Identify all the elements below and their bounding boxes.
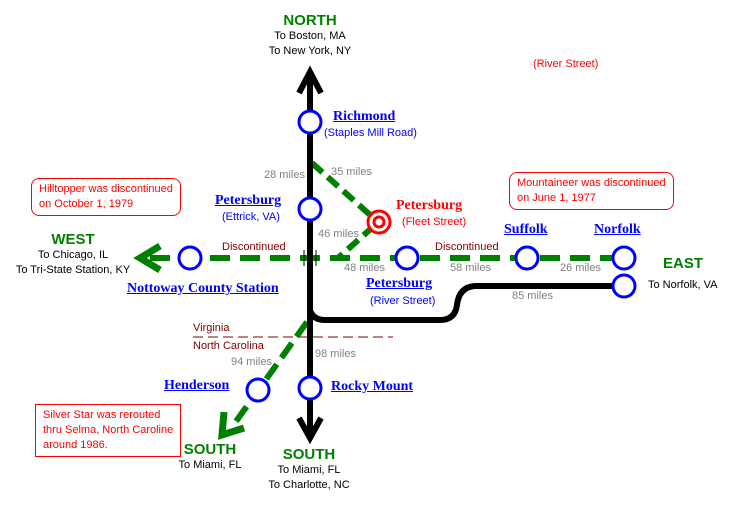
station-link-rocky-mount[interactable]: Rocky Mount bbox=[331, 379, 414, 394]
note-line: Hilltopper was discontinued bbox=[39, 183, 173, 195]
south-black-direction: SOUTH To Miami, FL To Charlotte, NC bbox=[259, 446, 359, 493]
station-label-petersburg-fleet: Petersburg bbox=[396, 198, 463, 213]
south-arrowhead bbox=[296, 416, 324, 445]
east-direction-label: EAST bbox=[662, 255, 703, 272]
south-green-direction: SOUTH To Miami, FL bbox=[170, 441, 250, 473]
distance-label: 94 miles bbox=[231, 356, 272, 368]
note-silver-star: Silver Star was rerouted thru Selma, Nor… bbox=[35, 404, 182, 457]
direction-label: WEST bbox=[51, 231, 95, 248]
distance-label: 48 miles bbox=[344, 262, 385, 274]
station-link-henderson[interactable]: Henderson bbox=[164, 378, 230, 393]
target-icon bbox=[366, 209, 392, 235]
station-link-suffolk[interactable]: Suffolk bbox=[504, 222, 548, 237]
station-link-nottoway[interactable]: Nottoway County Station bbox=[127, 281, 279, 296]
note-line: Silver Star was rerouted bbox=[43, 409, 161, 421]
direction-label: SOUTH bbox=[282, 446, 336, 463]
distance-label: 58 miles bbox=[450, 262, 491, 274]
west-arrowhead bbox=[133, 242, 162, 274]
distance-label: 85 miles bbox=[512, 290, 553, 302]
destination: To Miami, FL bbox=[277, 464, 341, 476]
station-marker-richmond[interactable] bbox=[297, 109, 323, 135]
note-line: around 1986. bbox=[43, 439, 108, 451]
note-line: thru Selma, North Caroline bbox=[43, 424, 174, 436]
henderson-discontinued-line bbox=[229, 320, 310, 429]
station-sub-ettrick: (Ettrick, VA) bbox=[222, 211, 280, 223]
station-link-richmond[interactable]: Richmond bbox=[333, 109, 396, 124]
station-marker-henderson[interactable] bbox=[245, 377, 271, 403]
west-direction: WEST To Chicago, IL To Tri-State Station… bbox=[0, 231, 146, 278]
distance-label: 35 miles bbox=[331, 166, 372, 178]
station-marker-norfolk-green[interactable] bbox=[611, 245, 637, 271]
station-sub-fleet: (Fleet Street) bbox=[402, 216, 467, 228]
floating-river-street-label: (River Street) bbox=[533, 58, 599, 70]
state-label-north-carolina: North Carolina bbox=[193, 340, 264, 352]
destination: To Charlotte, NC bbox=[268, 479, 350, 491]
southwest-arrowhead bbox=[218, 411, 246, 440]
station-link-petersburg-ettrick[interactable]: Petersburg bbox=[215, 193, 282, 208]
destination: To New York, NY bbox=[268, 45, 352, 57]
station-link-petersburg-river[interactable]: Petersburg bbox=[366, 276, 433, 291]
north-arrowhead bbox=[296, 65, 324, 95]
discontinued-label-east: Discontinued bbox=[435, 241, 499, 253]
note-hilltopper: Hilltopper was discontinued on October 1… bbox=[31, 178, 181, 216]
station-marker-suffolk[interactable] bbox=[514, 245, 540, 271]
note-line: Mountaineer was discontinued bbox=[517, 177, 666, 189]
direction-label: NORTH bbox=[283, 12, 337, 29]
station-marker-ettrick[interactable] bbox=[297, 196, 323, 222]
station-marker-nottoway[interactable] bbox=[177, 245, 203, 271]
station-marker-rocky-mount[interactable] bbox=[297, 375, 323, 401]
destination: To Chicago, IL bbox=[37, 249, 109, 261]
distance-label: 46 miles bbox=[318, 228, 359, 240]
destination: To Tri-State Station, KY bbox=[15, 264, 131, 276]
state-label-virginia: Virginia bbox=[193, 322, 230, 334]
distance-label: 98 miles bbox=[315, 348, 356, 360]
richmond-fleet-line bbox=[310, 160, 380, 225]
note-line: on October 1, 1979 bbox=[39, 198, 134, 210]
destination: To Miami, FL bbox=[178, 459, 242, 471]
note-mountaineer: Mountaineer was discontinued on June 1, … bbox=[509, 172, 674, 210]
discontinued-label-west: Discontinued bbox=[222, 241, 286, 253]
station-marker-river-street[interactable] bbox=[394, 245, 420, 271]
east-destination: To Norfolk, VA bbox=[648, 279, 718, 291]
direction-label: SOUTH bbox=[183, 441, 237, 458]
station-sub-richmond: (Staples Mill Road) bbox=[324, 127, 417, 139]
distance-label: 26 miles bbox=[560, 262, 601, 274]
north-direction: NORTH To Boston, MA To New York, NY bbox=[260, 12, 360, 59]
norfolk-branch-line bbox=[307, 283, 625, 323]
distance-label: 28 miles bbox=[264, 169, 305, 181]
destination: To Boston, MA bbox=[274, 30, 346, 42]
note-line: on June 1, 1977 bbox=[517, 192, 596, 204]
station-sub-river: (River Street) bbox=[370, 295, 436, 307]
fleet-junction-line bbox=[336, 223, 376, 261]
station-marker-norfolk-black[interactable] bbox=[611, 273, 637, 299]
station-link-norfolk[interactable]: Norfolk bbox=[594, 222, 641, 237]
